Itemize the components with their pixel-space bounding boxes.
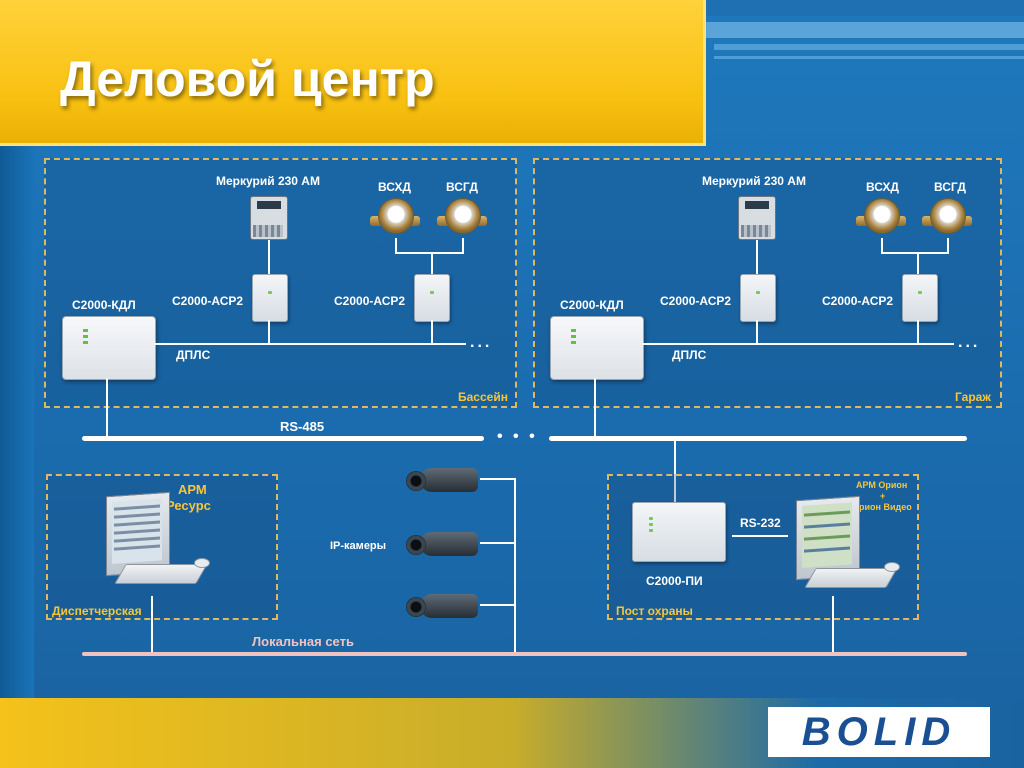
- label-mercury: Меркурий 230 АМ: [702, 174, 806, 188]
- wire: [268, 240, 270, 274]
- decor-stripe: [714, 44, 1024, 50]
- water-meter-icon: [922, 198, 972, 238]
- label-acr2: С2000-АСР2: [334, 294, 406, 308]
- dpls-line: [154, 343, 466, 345]
- kdl-controller-icon: [62, 316, 156, 380]
- label-rs485: RS-485: [280, 419, 325, 434]
- bolid-logo: BOLID: [768, 707, 990, 757]
- wire: [480, 478, 516, 480]
- label-lan: Локальная сеть: [252, 634, 354, 649]
- ip-camera-icon: [406, 530, 482, 560]
- acr2-module-icon: [740, 274, 776, 322]
- rs485-bus: [549, 436, 967, 441]
- zone-guard: [607, 474, 919, 620]
- ip-camera-icon: [406, 592, 482, 622]
- logo-text: BOLID: [801, 709, 957, 754]
- label-pi: С2000-ПИ: [646, 574, 703, 588]
- label-hot-water: ВСГД: [446, 180, 478, 194]
- label-ip-cameras: IP-камеры: [330, 540, 387, 552]
- water-meter-icon: [856, 198, 906, 238]
- label-arm-orion-line3: Орион Видео: [852, 502, 912, 512]
- zone-label-pool: Бассейн: [458, 390, 508, 404]
- label-arm-resurs-line2: Ресурс: [166, 498, 211, 513]
- acr2-module-icon: [252, 274, 288, 322]
- wire: [947, 238, 949, 252]
- zone-label-guard: Пост охраны: [616, 604, 693, 618]
- wire: [756, 320, 758, 344]
- label-arm-orion-line1: АРМ Орион: [856, 480, 908, 490]
- label-dpls: ДПЛС: [672, 348, 707, 362]
- label-rs232: RS-232: [740, 516, 781, 530]
- workstation-icon: [106, 491, 210, 590]
- wire: [395, 252, 464, 254]
- electric-meter-icon: [738, 196, 776, 240]
- title-box: Деловой центр: [0, 0, 706, 146]
- wire: [756, 240, 758, 274]
- rs485-bus: [82, 436, 484, 441]
- page-title: Деловой центр: [60, 51, 435, 107]
- zone-label-garage: Гараж: [955, 390, 991, 404]
- label-arm-orion-line2: +: [880, 491, 886, 501]
- label-arm-resurs-line1: АРМ: [178, 482, 207, 497]
- wire: [395, 238, 397, 252]
- label-dpls: ДПЛС: [176, 348, 211, 362]
- label-mercury: Меркурий 230 АМ: [216, 174, 320, 188]
- decor-stripe: [706, 0, 1024, 16]
- left-bar: [0, 146, 34, 698]
- rs232-line: [732, 535, 788, 537]
- wire: [917, 252, 919, 274]
- water-meter-icon: [370, 198, 420, 238]
- wire: [917, 320, 919, 344]
- wire: [431, 320, 433, 344]
- label-acr2: С2000-АСР2: [172, 294, 244, 308]
- dpls-line: [642, 343, 954, 345]
- ip-camera-icon: [406, 466, 482, 496]
- zone-label-dispatch: Диспетчерская: [52, 604, 142, 618]
- wire: [881, 238, 883, 252]
- wire: [431, 252, 433, 274]
- lan-line: [82, 652, 967, 656]
- wire: [480, 542, 516, 544]
- acr2-module-icon: [902, 274, 938, 322]
- wire: [462, 238, 464, 252]
- wire: [514, 478, 516, 654]
- water-meter-icon: [437, 198, 487, 238]
- wire: [832, 596, 834, 654]
- label-cold-water: ВСХД: [866, 180, 899, 194]
- label-kdl: С2000-КДЛ: [72, 298, 136, 312]
- wire: [594, 378, 596, 438]
- pi-converter-icon: [632, 502, 726, 562]
- label-cold-water: ВСХД: [378, 180, 411, 194]
- wire: [268, 320, 270, 344]
- decor-stripe: [694, 22, 1024, 38]
- kdl-controller-icon: [550, 316, 644, 380]
- wire: [106, 378, 108, 438]
- electric-meter-icon: [250, 196, 288, 240]
- label-acr2: С2000-АСР2: [660, 294, 732, 308]
- wire: [151, 596, 153, 654]
- wire: [881, 252, 949, 254]
- label-acr2: С2000-АСР2: [822, 294, 894, 308]
- workstation-icon: [796, 495, 900, 594]
- label-kdl: С2000-КДЛ: [560, 298, 624, 312]
- continuation-dots: ...: [958, 334, 981, 351]
- wire: [480, 604, 516, 606]
- decor-stripe: [714, 56, 1024, 59]
- bus-continuation-dots: • • •: [497, 428, 538, 445]
- acr2-module-icon: [414, 274, 450, 322]
- continuation-dots: ...: [470, 334, 493, 351]
- label-hot-water: ВСГД: [934, 180, 966, 194]
